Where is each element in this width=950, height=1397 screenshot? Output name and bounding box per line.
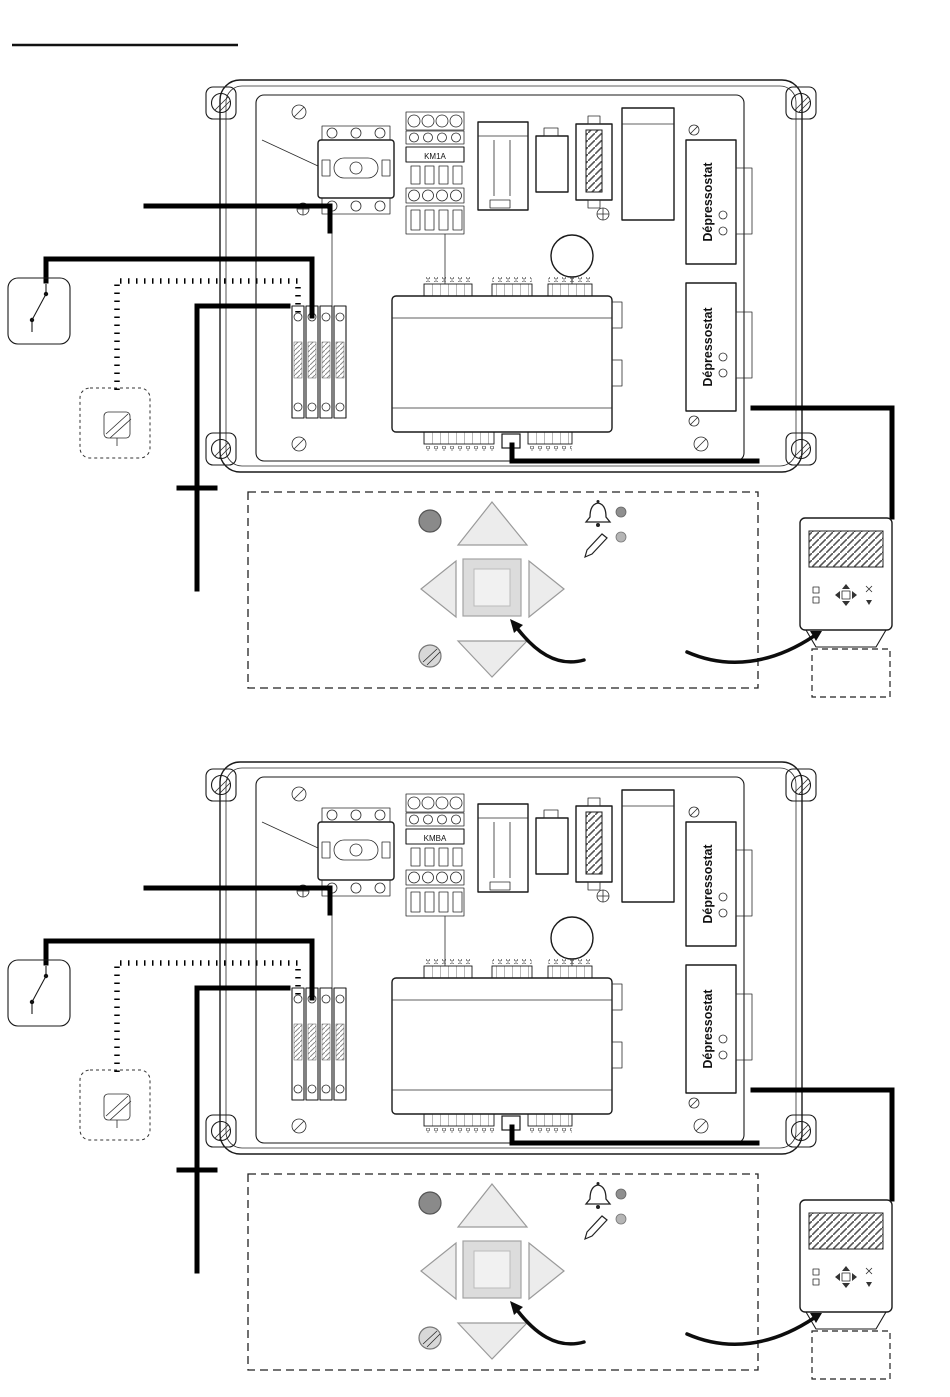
pressure-switch-label: Dépressostat [701,307,715,387]
labels: Dépressostat Dépressostat KM1A Dépressos… [424,152,715,1069]
wiring-unit-2 [8,762,892,1379]
wiring-unit-1 [8,80,892,697]
contactor-label: KM1A [424,152,446,161]
contactor-label: KMBA [424,834,447,843]
pressure-switch-label: Dépressostat [701,162,715,242]
pressure-switch-label: Dépressostat [701,844,715,924]
pressure-switch-label: Dépressostat [701,989,715,1069]
